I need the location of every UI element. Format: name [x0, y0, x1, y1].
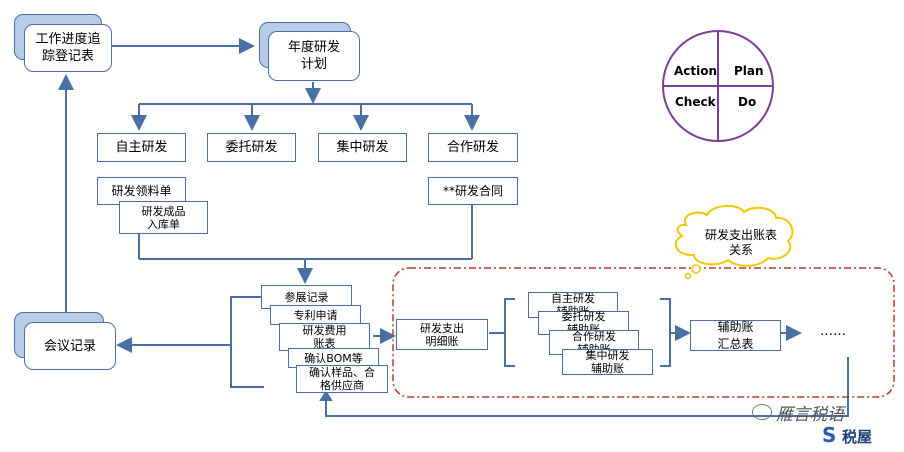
pdca-action: Action [674, 64, 718, 78]
pdca-do: Do [738, 95, 757, 109]
ellipsis-text: …… [820, 324, 846, 339]
brand-logo-icon: S [822, 423, 837, 447]
pdca-plan: Plan [734, 64, 764, 78]
wechat-icon [752, 404, 772, 420]
confirm-samples-doc: 确认样品、合 格供应商 [296, 365, 388, 393]
patent-application-doc: 专利申请 [270, 305, 361, 325]
annual-plan-box: 年度研发 计划 [268, 31, 360, 81]
brand-name: 税屋 [842, 428, 873, 446]
rd-expense-ledger-doc: 研发费用 账表 [279, 323, 370, 351]
work-progress-box: 工作进度追 踪登记表 [24, 24, 112, 72]
meeting-record-box: 会议记录 [24, 322, 116, 370]
commissioned-rd-box: 委托研发 [207, 133, 296, 162]
product-form-doc: 研发成品 入库单 [119, 201, 208, 234]
rd-expense-detail-doc: 研发支出 明细账 [396, 319, 488, 350]
self-rd-box: 自主研发 [97, 133, 186, 162]
watermark-account: 雁言税语 [776, 405, 844, 425]
centralized-rd-box: 集中研发 [318, 133, 407, 162]
aux-summary-box: 辅助账 汇总表 [690, 320, 781, 351]
pdca-check: Check [675, 95, 716, 109]
material-form-doc: 研发领料单 [97, 177, 186, 205]
pdca-circle [662, 30, 774, 142]
callout-cloud [674, 205, 794, 280]
callout-label: 研发支出账表 关系 [704, 228, 777, 257]
centralized-rd-aux-doc: 集中研发 辅助账 [562, 349, 653, 375]
rd-contract-doc: **研发合同 [428, 177, 518, 205]
cooperative-rd-box: 合作研发 [428, 133, 518, 162]
